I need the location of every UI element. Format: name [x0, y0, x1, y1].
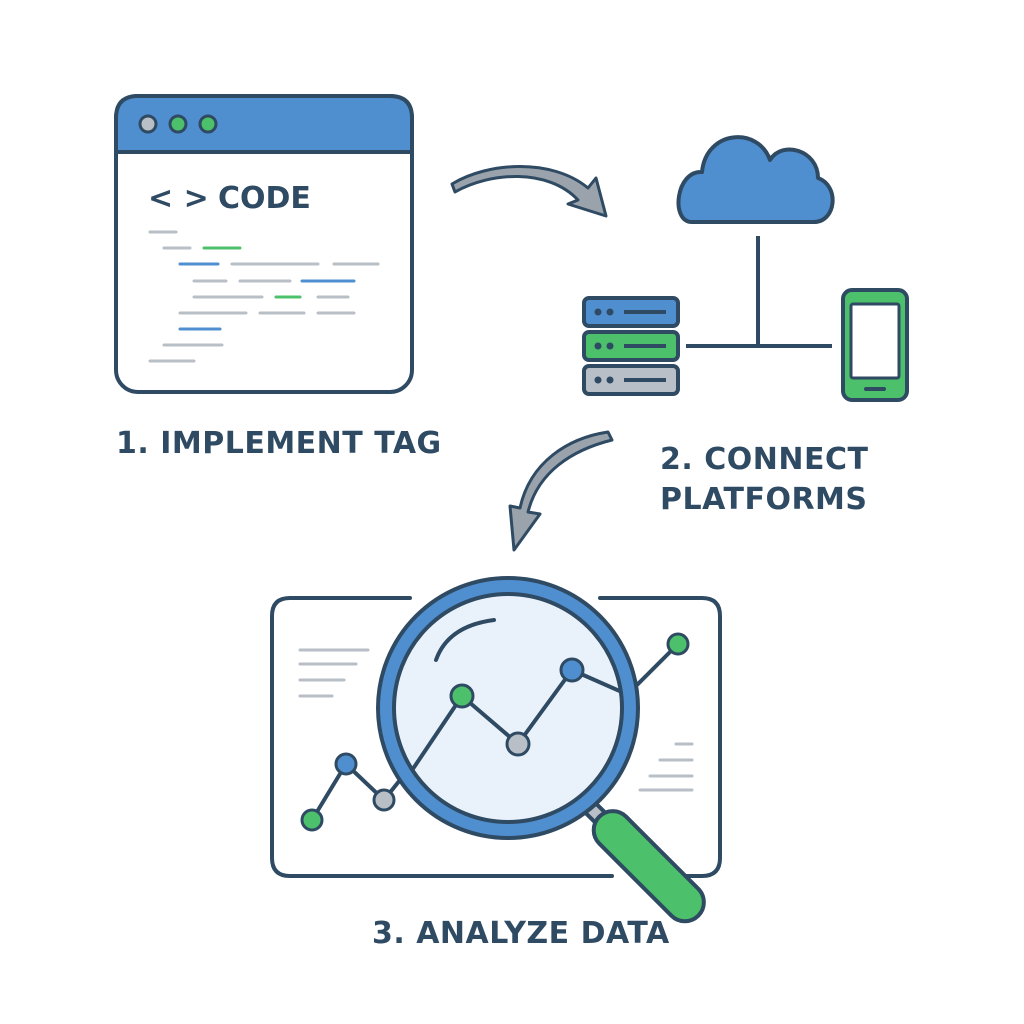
step-3-label: 3. ANALYZE DATA	[372, 916, 670, 951]
smartphone-icon	[841, 288, 909, 402]
window-dot-gray	[138, 114, 158, 134]
chart-point	[449, 683, 475, 709]
chart-point	[505, 731, 531, 757]
cloud-icon	[676, 135, 835, 224]
step-2-label: 2. CONNECT PLATFORMS	[660, 440, 868, 520]
code-brackets-icon: < >	[148, 181, 209, 216]
step-2-label-line-1: 2. CONNECT	[660, 442, 869, 477]
network-lines	[686, 236, 832, 348]
code-window-title: CODE	[218, 181, 311, 216]
chart-point	[300, 808, 324, 832]
code-lines	[148, 230, 380, 363]
step-1-label: 1. IMPLEMENT TAG	[116, 426, 442, 461]
magnifying-glass-icon	[376, 576, 706, 924]
window-dot-green-2	[198, 114, 218, 134]
dashboard-text-lines	[298, 648, 694, 792]
dashboard-icon	[270, 596, 722, 878]
step-2-label-line-2: PLATFORMS	[660, 482, 868, 517]
chart-point	[559, 657, 585, 683]
chart-point	[666, 632, 690, 656]
server-stack-icon	[582, 296, 680, 396]
chart-line-outside	[310, 762, 410, 822]
curved-arrow-icon	[508, 430, 614, 552]
code-window-icon: < > CODE	[114, 94, 414, 394]
chart-point	[372, 788, 396, 812]
chart-point	[334, 752, 358, 776]
curved-arrow-icon	[450, 165, 608, 218]
window-dot-green-1	[168, 114, 188, 134]
